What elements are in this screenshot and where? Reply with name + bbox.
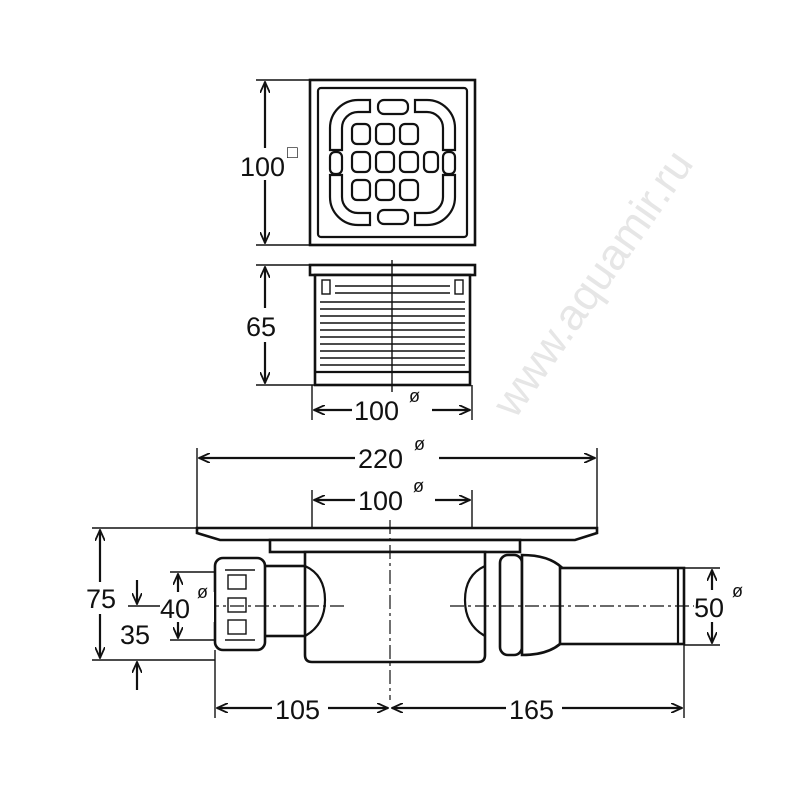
dim-right-outlet-diameter: 50 ø xyxy=(684,567,750,646)
dim-body-height: 65 xyxy=(242,264,315,386)
dim-outlet-height: 35 xyxy=(120,580,215,690)
body-diameter-label: 100 xyxy=(354,396,399,426)
diameter-symbol: ø xyxy=(732,581,743,601)
body-side-view xyxy=(308,260,477,392)
diameter-symbol: ø xyxy=(409,386,420,406)
dim-lengths: 105 165 xyxy=(214,645,685,725)
dim-left-outlet-diameter: 40 ø xyxy=(160,571,215,641)
dim-grate-size: 100 □ xyxy=(240,79,310,246)
left-length-label: 105 xyxy=(275,695,320,725)
right-length-label: 165 xyxy=(509,695,554,725)
watermark: www.aquamir.ru xyxy=(482,141,702,426)
diameter-symbol: ø xyxy=(414,434,425,454)
diameter-symbol: ø xyxy=(413,476,424,496)
inlet-diameter-label: 100 xyxy=(358,486,403,516)
total-height-label: 75 xyxy=(86,584,116,614)
dim-body-diameter: 100 ø xyxy=(311,385,473,426)
body-height-label: 65 xyxy=(246,312,276,342)
grate-top-view xyxy=(308,78,477,247)
dim-total-height: 75 xyxy=(84,527,215,661)
right-outlet-diameter-label: 50 xyxy=(694,593,724,623)
drain-assembly xyxy=(180,520,700,700)
square-symbol: □ xyxy=(287,142,298,162)
flange-diameter-label: 220 xyxy=(358,444,403,474)
dim-inlet-diameter: 100 ø xyxy=(311,476,473,528)
left-outlet-diameter-label: 40 xyxy=(160,594,190,624)
dim-flange-diameter: 220 ø xyxy=(196,434,598,528)
grate-size-label: 100 xyxy=(240,152,285,182)
outlet-height-label: 35 xyxy=(120,620,150,650)
diameter-symbol: ø xyxy=(197,582,208,602)
